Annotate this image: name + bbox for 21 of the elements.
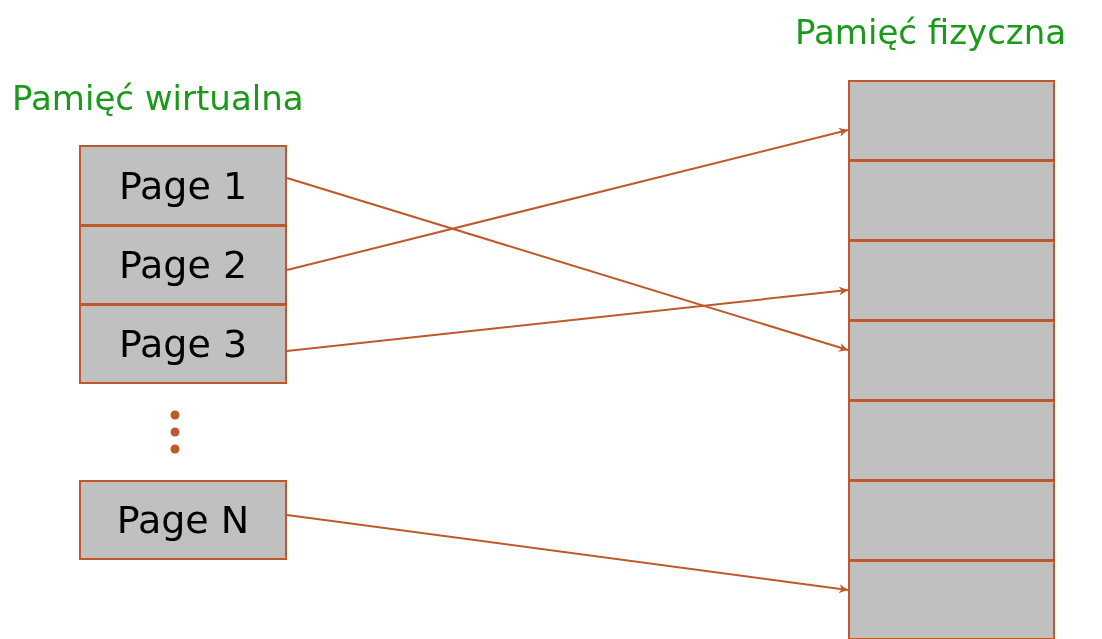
- memory-heading: Pamięć wirtualna: [12, 78, 304, 118]
- page-box: [79, 304, 287, 384]
- arrow: [286, 127, 849, 271]
- memory-frame: [848, 560, 1055, 639]
- arrow: [286, 514, 849, 594]
- page-label: Page 2: [118, 243, 248, 287]
- page-box: [79, 480, 287, 560]
- page-box: [79, 225, 287, 305]
- memory-frame: [848, 160, 1055, 241]
- page-label: Page 3: [118, 322, 248, 366]
- memory-frame: [848, 80, 1055, 161]
- page-label: Page N: [116, 498, 250, 542]
- memory-heading: Pamięć fizyczna: [795, 12, 1067, 52]
- memory-frame: [848, 400, 1055, 481]
- memory-frame: [848, 320, 1055, 401]
- arrow: [286, 286, 849, 352]
- arrow: [286, 177, 849, 352]
- memory-frame: [848, 240, 1055, 321]
- page-box: [79, 145, 287, 226]
- page-label: Page 1: [118, 163, 248, 208]
- memory-frame: [848, 480, 1055, 561]
